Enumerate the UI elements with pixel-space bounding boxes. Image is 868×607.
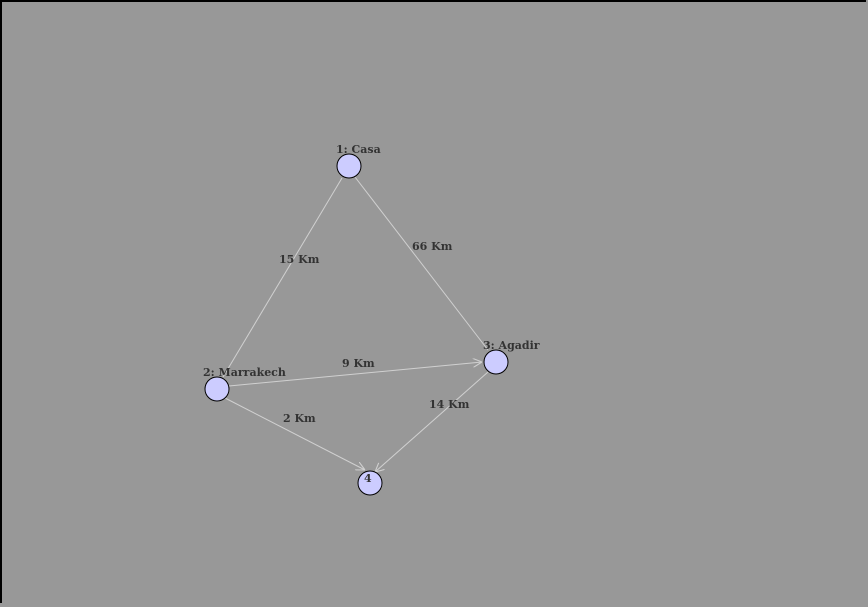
node-label-4: 4: [364, 472, 372, 485]
edge-casa-marrakech[interactable]: [222, 177, 343, 378]
node-label-agadir: 3: Agadir: [483, 339, 540, 352]
node-label-casa: 1: Casa: [336, 143, 381, 156]
node-label-marrakech: 2: Marrakech: [203, 366, 286, 379]
edge-marrakech-agadir[interactable]: [228, 362, 482, 387]
edge-label-casa-marrakech: 15 Km: [279, 253, 320, 266]
node-4[interactable]: [357, 470, 383, 496]
edge-marrakech-4[interactable]: [224, 397, 365, 470]
node-casa[interactable]: [336, 153, 362, 179]
edge-label-marrakech-agadir: 9 Km: [342, 357, 375, 370]
node-marrakech[interactable]: [204, 376, 230, 402]
edge-label-agadir-4: 14 Km: [429, 398, 470, 411]
node-agadir[interactable]: [483, 349, 509, 375]
edge-label-marrakech-4: 2 Km: [283, 412, 316, 425]
edge-label-casa-agadir: 66 Km: [412, 240, 453, 253]
edge-casa-agadir[interactable]: [354, 176, 489, 351]
edge-agadir-4[interactable]: [375, 371, 489, 472]
